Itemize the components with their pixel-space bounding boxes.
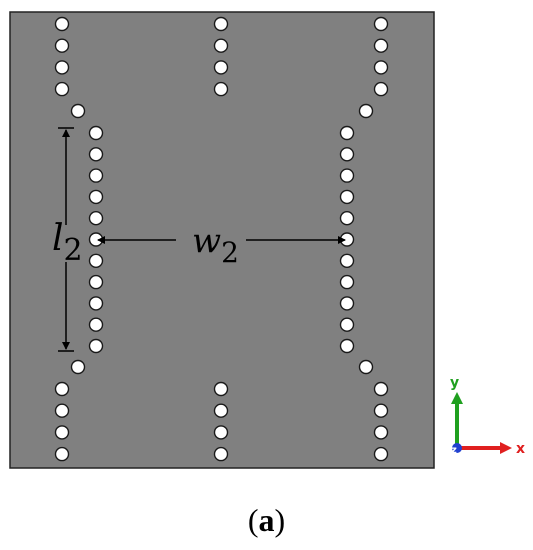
via-hole xyxy=(88,147,104,162)
width-subscript: 2 xyxy=(221,236,239,269)
via-hole xyxy=(213,60,229,75)
via-hole xyxy=(373,81,389,97)
via-hole xyxy=(373,403,389,418)
via-hole xyxy=(88,338,104,354)
via-hole xyxy=(373,16,389,32)
x-axis-arrowhead xyxy=(500,442,512,454)
y-axis-label: y xyxy=(450,375,459,391)
via-hole xyxy=(358,359,374,375)
width-label: w2 xyxy=(192,221,239,269)
via-hole xyxy=(54,16,70,32)
width-dimension: w2 xyxy=(97,221,346,269)
via-hole xyxy=(70,103,86,119)
via-hole xyxy=(54,425,70,440)
length-dimension: l2 xyxy=(52,127,83,352)
via-hole xyxy=(88,210,104,226)
x-axis-label: x xyxy=(516,441,525,457)
width-symbol: w xyxy=(192,221,221,261)
via-hole xyxy=(339,253,355,268)
via-hole xyxy=(54,446,70,462)
panel-label-close: ) xyxy=(274,502,286,538)
via-hole xyxy=(213,16,229,32)
via-hole xyxy=(339,168,355,183)
via-hole xyxy=(213,446,229,462)
via-hole xyxy=(373,60,389,75)
panel-label-letter: a xyxy=(258,502,275,538)
via-hole xyxy=(373,446,389,462)
via-hole xyxy=(88,189,104,205)
via-hole xyxy=(88,274,104,290)
via-array xyxy=(54,16,389,462)
panel-label-open: ( xyxy=(247,502,259,538)
via-hole xyxy=(54,38,70,53)
via-hole xyxy=(339,296,355,311)
via-hole xyxy=(339,317,355,332)
via-hole xyxy=(213,403,229,418)
via-hole xyxy=(339,210,355,226)
via-hole xyxy=(373,381,389,397)
via-hole xyxy=(88,296,104,311)
via-hole xyxy=(54,403,70,418)
via-hole xyxy=(339,147,355,162)
via-hole xyxy=(88,253,104,268)
axes-triad: y x z xyxy=(450,375,525,457)
via-hole xyxy=(339,274,355,290)
via-hole xyxy=(88,317,104,332)
length-symbol: l xyxy=(52,218,64,259)
via-hole xyxy=(373,425,389,440)
panel-label: (a) xyxy=(0,502,533,539)
via-hole xyxy=(213,38,229,53)
z-axis-dot xyxy=(452,443,462,453)
via-hole xyxy=(213,81,229,97)
via-hole xyxy=(88,168,104,183)
via-hole xyxy=(54,381,70,397)
via-hole xyxy=(70,359,86,375)
via-hole xyxy=(339,189,355,205)
y-axis-arrowhead xyxy=(451,392,463,404)
via-hole xyxy=(213,425,229,440)
via-hole xyxy=(339,125,355,141)
length-label: l2 xyxy=(52,218,83,268)
length-subscript: 2 xyxy=(64,233,83,268)
via-hole xyxy=(358,103,374,119)
via-hole xyxy=(339,338,355,354)
via-hole xyxy=(54,60,70,75)
via-hole xyxy=(88,125,104,141)
via-hole xyxy=(213,381,229,397)
via-hole xyxy=(54,81,70,97)
z-axis-label: z xyxy=(451,445,457,456)
via-hole xyxy=(373,38,389,53)
